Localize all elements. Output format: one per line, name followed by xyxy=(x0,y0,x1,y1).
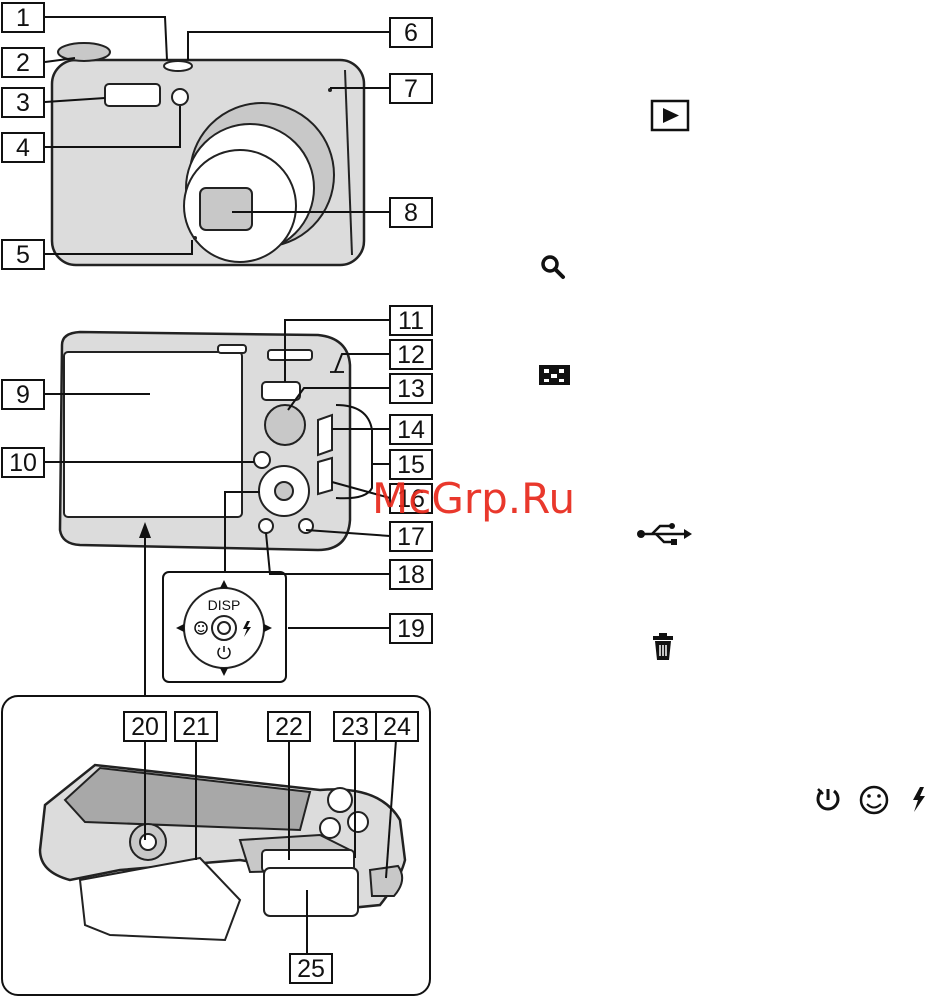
menu-button xyxy=(259,519,273,533)
callout-19: 19 xyxy=(390,614,432,643)
playback-button xyxy=(254,452,270,468)
callout-6: 6 xyxy=(390,18,432,47)
callout-12: 12 xyxy=(390,340,432,369)
svg-text:12: 12 xyxy=(397,341,425,369)
callout-11: 11 xyxy=(390,306,432,335)
control-wheel-detail: DISP xyxy=(163,572,286,682)
callout-23: 23 xyxy=(334,712,376,741)
flash-icon xyxy=(913,787,925,812)
svg-text:18: 18 xyxy=(397,561,425,589)
callout-18: 18 xyxy=(390,560,432,589)
camera-front-view xyxy=(52,43,364,265)
mode-button xyxy=(262,382,300,400)
callout-7: 7 xyxy=(390,74,432,103)
svg-text:10: 10 xyxy=(9,449,37,477)
svg-text:1: 1 xyxy=(16,4,30,32)
callout-4: 4 xyxy=(2,133,44,162)
svg-text:14: 14 xyxy=(397,416,425,444)
svg-text:19: 19 xyxy=(397,615,425,643)
callout-21: 21 xyxy=(175,712,217,741)
self-timer-icon xyxy=(818,789,838,809)
checker-index-icon xyxy=(539,365,570,385)
watermark-text: McGrp.Ru xyxy=(372,474,575,523)
svg-text:5: 5 xyxy=(16,241,30,269)
svg-text:9: 9 xyxy=(16,381,30,409)
svg-text:24: 24 xyxy=(383,713,411,741)
callout-14: 14 xyxy=(390,415,432,444)
svg-text:6: 6 xyxy=(404,19,418,47)
svg-text:22: 22 xyxy=(275,713,303,741)
callout-1: 1 xyxy=(2,3,44,32)
magnifier-icon xyxy=(543,257,563,277)
svg-text:23: 23 xyxy=(341,713,369,741)
callout-17: 17 xyxy=(390,522,432,551)
svg-text:11: 11 xyxy=(398,307,424,335)
callout-22: 22 xyxy=(268,712,310,741)
svg-text:25: 25 xyxy=(297,955,325,983)
callout-2: 2 xyxy=(2,48,44,77)
svg-text:4: 4 xyxy=(16,134,30,162)
trash-icon xyxy=(653,633,673,660)
zoom-dial xyxy=(265,405,305,445)
lcd-screen xyxy=(64,352,242,517)
svg-text:7: 7 xyxy=(404,75,418,103)
disp-label: DISP xyxy=(208,597,241,613)
svg-text:20: 20 xyxy=(131,713,159,741)
callout-24: 24 xyxy=(376,712,418,741)
svg-text:8: 8 xyxy=(404,199,418,227)
callout-13: 13 xyxy=(390,374,432,403)
flash-window xyxy=(105,84,160,106)
callout-3: 3 xyxy=(2,88,44,117)
svg-text:3: 3 xyxy=(16,89,30,117)
camera-back-view xyxy=(60,332,372,550)
callout-20: 20 xyxy=(124,712,166,741)
smile-icon xyxy=(861,787,887,813)
callout-25: 25 xyxy=(290,954,332,983)
usb-icon xyxy=(637,523,692,545)
callout-8: 8 xyxy=(390,198,432,227)
af-illuminator xyxy=(172,89,188,105)
svg-text:2: 2 xyxy=(16,49,30,77)
battery-slot xyxy=(264,868,358,916)
play-triangle-icon xyxy=(652,101,688,130)
callout-9: 9 xyxy=(2,380,44,409)
svg-text:17: 17 xyxy=(397,523,425,551)
callout-5: 5 xyxy=(2,240,44,269)
lens-element xyxy=(200,188,252,230)
callout-10: 10 xyxy=(2,448,44,477)
svg-text:13: 13 xyxy=(397,375,425,403)
svg-text:21: 21 xyxy=(182,713,210,741)
